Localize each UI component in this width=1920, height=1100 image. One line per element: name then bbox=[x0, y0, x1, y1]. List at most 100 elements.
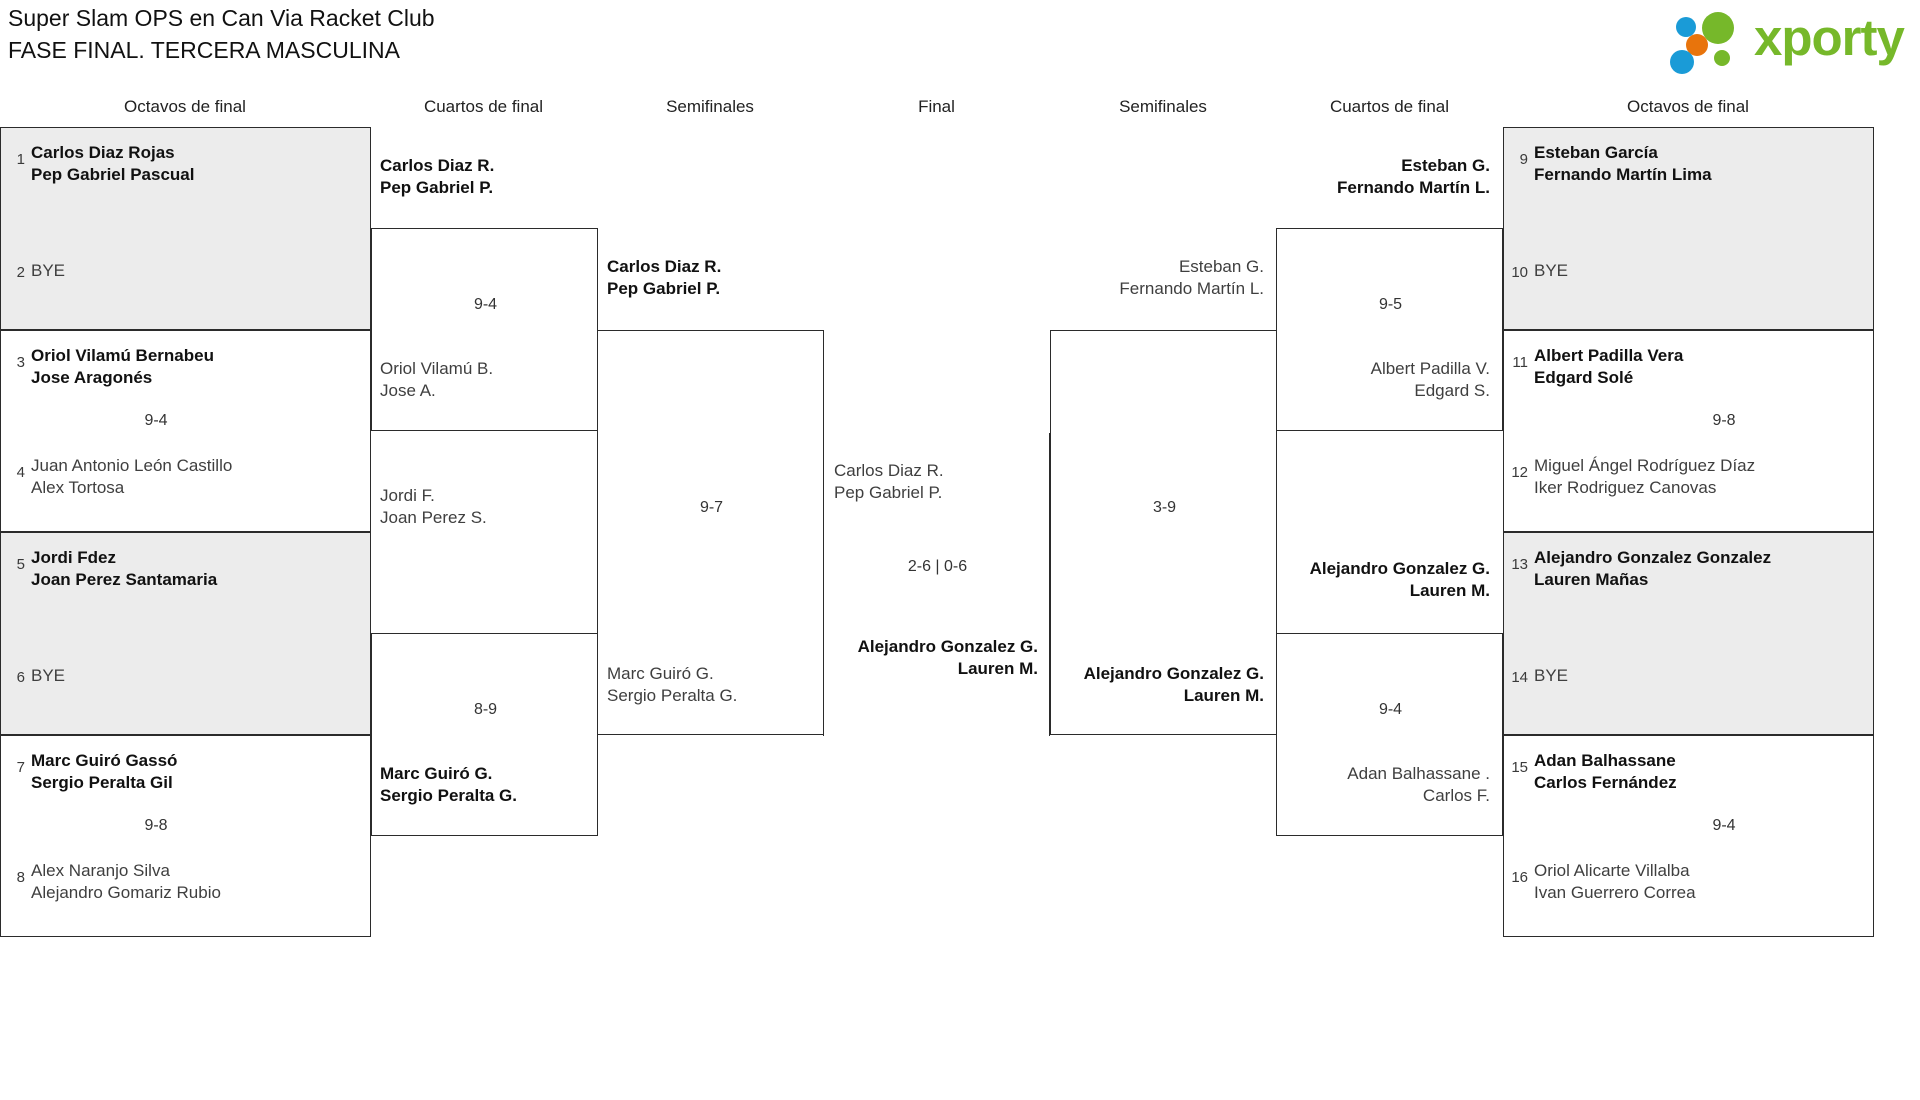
logo-wordmark: xporty bbox=[1754, 9, 1905, 66]
match-box-right-cuartos-1[interactable]: 9-5 bbox=[1276, 228, 1503, 431]
player-name: Esteban García bbox=[1534, 143, 1658, 162]
player-name: BYE bbox=[31, 666, 66, 685]
player-name: Pep Gabriel P. bbox=[607, 279, 721, 298]
seed-number: 12 bbox=[1511, 464, 1528, 481]
player-name: Jordi Fdez bbox=[31, 548, 117, 567]
match-score: 9-4 bbox=[144, 412, 168, 429]
match-score: 8-9 bbox=[473, 701, 498, 718]
seed-number: 2 bbox=[16, 264, 25, 281]
player-name: Carlos Diaz R. bbox=[380, 156, 495, 175]
player-name: Oriol Vilamú Bernabeu bbox=[31, 346, 214, 365]
seed-number: 11 bbox=[1512, 354, 1528, 371]
seed-number: 13 bbox=[1511, 556, 1528, 573]
seed-number: 10 bbox=[1511, 264, 1528, 281]
player-name: Sergio Peralta G. bbox=[380, 786, 517, 805]
player-name: Alex Naranjo Silva bbox=[31, 861, 170, 880]
match-box-left-cuartos-2[interactable]: 8-9 bbox=[371, 633, 598, 836]
player-name: Pep Gabriel P. bbox=[834, 483, 943, 502]
player-name: Alejandro Gonzalez G. bbox=[1083, 664, 1264, 683]
match-score: 9-8 bbox=[1712, 412, 1736, 429]
player-name: Jose A. bbox=[380, 381, 436, 400]
seed-number: 6 bbox=[16, 669, 25, 686]
match-box-final[interactable]: Carlos Diaz R. Pep Gabriel P. 2-6 | 0-6 … bbox=[823, 433, 1050, 736]
player-name: Miguel Ángel Rodríguez Díaz bbox=[1534, 456, 1756, 475]
match-box-left-octavos-4[interactable]: 7 Marc Guiró Gassó Sergio Peralta Gil 9-… bbox=[0, 735, 371, 937]
match-box-left-octavos-2[interactable]: 3 Oriol Vilamú Bernabeu Jose Aragonés 9-… bbox=[0, 330, 371, 532]
seed-number: 1 bbox=[16, 151, 25, 168]
player-name: Jose Aragonés bbox=[31, 368, 153, 387]
match-score: 9-4 bbox=[1378, 701, 1403, 718]
player-name: Alejandro Gonzalez G. bbox=[1309, 559, 1490, 578]
player-name: Fernando Martín Lima bbox=[1534, 165, 1712, 184]
match-box-right-octavos-1[interactable]: 9 Esteban García Fernando Martín Lima 10… bbox=[1503, 127, 1874, 330]
round-header-left-cuartos: Cuartos de final bbox=[423, 97, 544, 116]
player-name: Alex Tortosa bbox=[31, 478, 125, 497]
xporty-logo: xporty bbox=[1666, 8, 1905, 74]
player-name: Marc Guiró Gassó bbox=[31, 751, 178, 770]
match-box-right-cuartos-2[interactable]: 9-4 bbox=[1276, 633, 1503, 836]
player-name: Oriol Vilamú B. bbox=[380, 359, 494, 378]
player-name: Fernando Martín L. bbox=[1337, 178, 1490, 197]
player-name: Lauren M. bbox=[957, 659, 1038, 678]
player-name: BYE bbox=[1534, 261, 1569, 280]
round-header-right-cuartos: Cuartos de final bbox=[1329, 97, 1450, 116]
player-name: Sergio Peralta Gil bbox=[31, 773, 173, 792]
match-box-left-cuartos-1[interactable]: 9-4 bbox=[371, 228, 598, 431]
player-name: Esteban G. bbox=[1178, 257, 1264, 276]
player-name: Alejandro Gomariz Rubio bbox=[31, 883, 221, 902]
player-name: Lauren Mañas bbox=[1534, 570, 1649, 589]
tournament-name: Super Slam OPS en Can Via Racket Club bbox=[8, 5, 435, 31]
player-name: Adan Balhassane . bbox=[1347, 764, 1490, 783]
seed-number: 8 bbox=[16, 869, 25, 886]
player-name: Iker Rodriguez Canovas bbox=[1534, 478, 1717, 497]
round-header-left-semis: Semifinales bbox=[666, 97, 754, 116]
match-score: 9-8 bbox=[144, 817, 168, 834]
match-box-right-semis-1[interactable]: 3-9 bbox=[1050, 330, 1277, 735]
player-name: Lauren M. bbox=[1409, 581, 1490, 600]
seed-number: 15 bbox=[1511, 759, 1528, 776]
match-box-right-octavos-3[interactable]: 13 Alejandro Gonzalez Gonzalez Lauren Ma… bbox=[1503, 532, 1874, 735]
player-name: Juan Antonio León Castillo bbox=[31, 456, 233, 475]
match-score: 9-4 bbox=[1712, 817, 1736, 834]
player-name: Lauren M. bbox=[1183, 686, 1264, 705]
player-name: Carlos Diaz Rojas bbox=[31, 143, 175, 162]
match-score: 9-5 bbox=[1378, 296, 1403, 313]
player-name: Edgard Solé bbox=[1534, 368, 1634, 387]
logo-dot-green-large-icon bbox=[1702, 12, 1734, 44]
match-box-right-octavos-2[interactable]: 11 Albert Padilla Vera Edgard Solé 9-8 1… bbox=[1503, 330, 1874, 532]
player-name: Alejandro Gonzalez G. bbox=[857, 637, 1038, 656]
match-box-right-octavos-4[interactable]: 15 Adan Balhassane Carlos Fernández 9-4 … bbox=[1503, 735, 1874, 937]
seed-number: 14 bbox=[1511, 669, 1528, 686]
tournament-phase: FASE FINAL. TERCERA MASCULINA bbox=[8, 37, 400, 63]
seed-number: 16 bbox=[1511, 869, 1528, 886]
player-name: BYE bbox=[1534, 666, 1569, 685]
logo-dot-green-small-icon bbox=[1714, 50, 1730, 66]
player-name: Albert Padilla Vera bbox=[1534, 346, 1684, 365]
match-box-left-octavos-1[interactable]: 1 Carlos Diaz Rojas Pep Gabriel Pascual … bbox=[0, 127, 371, 330]
player-name: Sergio Peralta G. bbox=[607, 686, 738, 705]
player-name: Carlos Diaz R. bbox=[834, 461, 944, 480]
player-name: Carlos Fernández bbox=[1534, 773, 1677, 792]
match-score: 3-9 bbox=[1152, 499, 1177, 516]
player-name: Fernando Martín L. bbox=[1119, 279, 1264, 298]
player-name: Carlos F. bbox=[1422, 786, 1490, 805]
player-name: Edgard S. bbox=[1414, 381, 1490, 400]
round-header-right-octavos: Octavos de final bbox=[1627, 97, 1749, 116]
match-score: 2-6 | 0-6 bbox=[907, 558, 968, 575]
round-header-final: Final bbox=[918, 97, 955, 116]
player-name: Joan Perez Santamaria bbox=[31, 570, 218, 589]
player-name: Alejandro Gonzalez Gonzalez bbox=[1534, 548, 1772, 567]
match-score: 9-7 bbox=[699, 499, 724, 516]
player-name: Jordi F. bbox=[380, 486, 435, 505]
player-name: Carlos Diaz R. bbox=[607, 257, 722, 276]
player-name: Esteban G. bbox=[1401, 156, 1490, 175]
player-name: BYE bbox=[31, 261, 66, 280]
match-box-left-octavos-3[interactable]: 5 Jordi Fdez Joan Perez Santamaria 6 BYE bbox=[0, 532, 371, 735]
player-name: Marc Guiró G. bbox=[380, 764, 493, 783]
round-header-right-semis: Semifinales bbox=[1119, 97, 1207, 116]
player-name: Marc Guiró G. bbox=[607, 664, 714, 683]
player-name: Joan Perez S. bbox=[380, 508, 487, 527]
round-header-left-octavos: Octavos de final bbox=[124, 97, 246, 116]
player-name: Pep Gabriel P. bbox=[380, 178, 494, 197]
seed-number: 5 bbox=[16, 556, 25, 573]
